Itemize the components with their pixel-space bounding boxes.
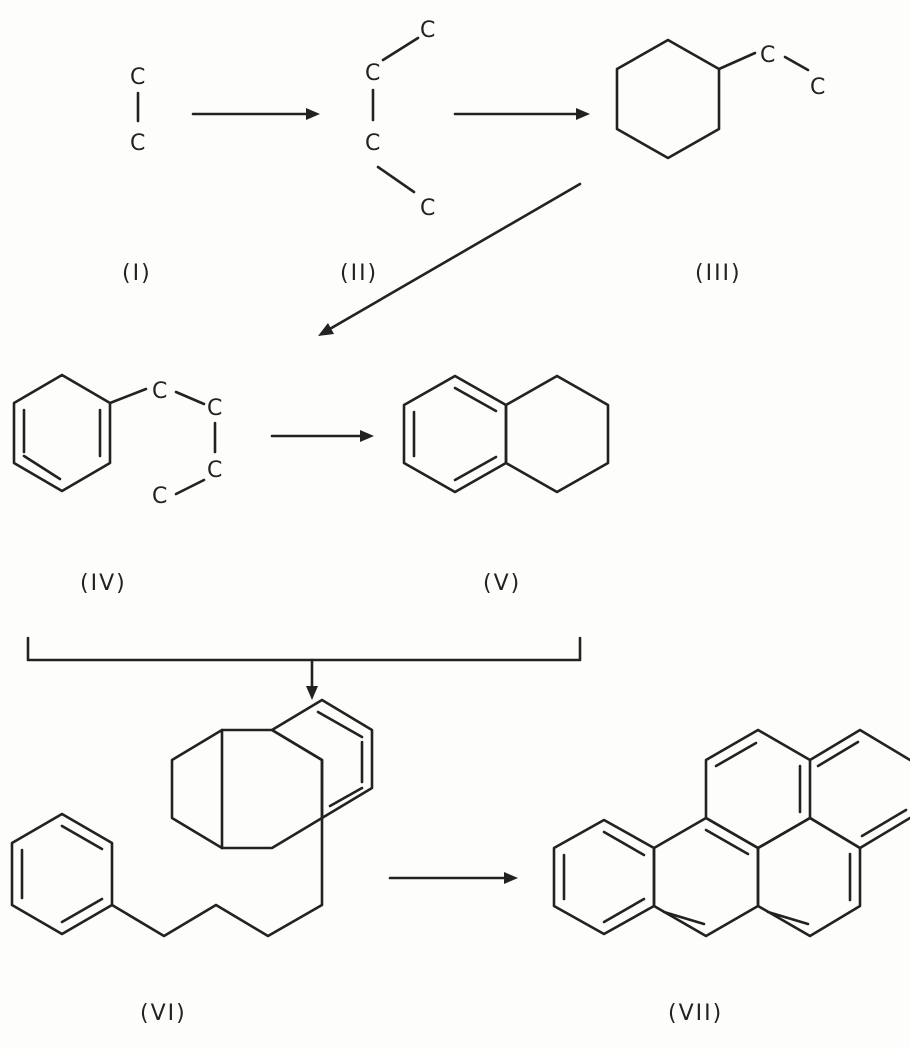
compound-label-vi: (VI) <box>140 1001 187 1026</box>
compound-vii-structure <box>552 728 910 938</box>
arrow-iii-to-iv <box>318 182 582 336</box>
benzene-ring <box>808 728 910 762</box>
atom-c: C <box>207 458 222 483</box>
cyclohexane-ring <box>615 38 721 160</box>
atom-c: C <box>365 61 380 86</box>
benzene-ring <box>704 728 812 850</box>
bond <box>174 478 206 496</box>
compound-label-ii: (II) <box>340 261 378 286</box>
bond <box>174 390 206 406</box>
benzene-ring <box>10 812 114 936</box>
cyclohexane-ring <box>504 374 610 494</box>
combination-bracket <box>26 636 582 700</box>
benzene-ring <box>552 818 656 936</box>
compound-i-structure: C C <box>130 65 145 156</box>
benzene-ring <box>756 816 862 938</box>
atom-c: C <box>760 43 775 68</box>
bond <box>108 387 148 405</box>
atom-c: C <box>207 396 222 421</box>
bond <box>381 36 420 62</box>
compound-label-iii: (III) <box>695 261 742 286</box>
benzene-ring <box>12 373 112 493</box>
atom-c: C <box>152 484 167 509</box>
arrow-vi-to-vii <box>388 872 518 884</box>
compound-label-vii: (VII) <box>668 1001 723 1026</box>
atom-c: C <box>810 75 825 100</box>
atom-c: C <box>420 196 435 221</box>
atom-c: C <box>130 65 145 90</box>
butyl-chain <box>110 816 324 938</box>
compound-vi-structure <box>10 698 374 938</box>
atom-c: C <box>420 18 435 43</box>
bond <box>376 165 416 194</box>
arrow-ii-to-iii <box>453 108 590 120</box>
cyclohexane-ring <box>220 728 324 850</box>
compound-v-structure <box>402 374 610 494</box>
bond <box>783 55 810 72</box>
arrow-iv-to-v <box>270 430 374 442</box>
compound-label-iv: (IV) <box>80 571 127 596</box>
arrow-i-to-ii <box>191 108 320 120</box>
compound-iii-structure: C C <box>615 38 825 160</box>
atom-c: C <box>130 131 145 156</box>
atom-c: C <box>365 131 380 156</box>
atom-c: C <box>152 379 167 404</box>
benzene-ring <box>270 698 374 820</box>
compound-ii-structure: C C C C <box>365 18 435 221</box>
benzene-ring <box>402 374 508 494</box>
compound-label-i: (I) <box>122 261 152 286</box>
benzene-ring <box>652 816 760 938</box>
compound-label-v: (V) <box>483 571 521 596</box>
bond <box>717 51 757 71</box>
compound-iv-structure: C C C C <box>12 373 222 509</box>
